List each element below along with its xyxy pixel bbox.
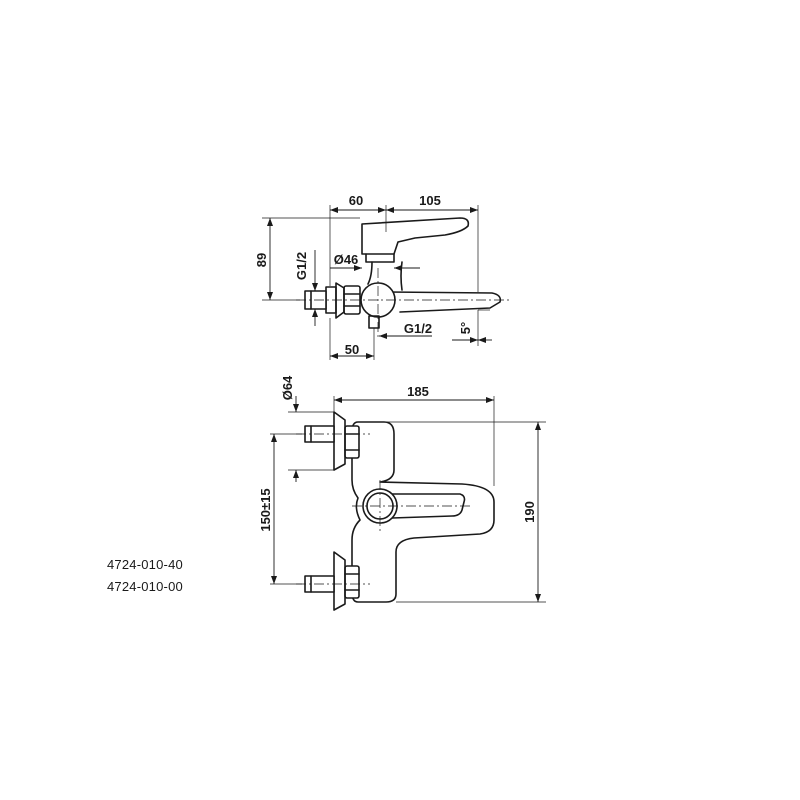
- product-code-2: 4724-010-00: [107, 579, 183, 594]
- side-view: 60 105 89 G1/2 Ø46 G1/2 5° 50: [254, 193, 510, 360]
- front-body: [351, 421, 495, 603]
- dim-g12-inlet: G1/2: [294, 252, 309, 280]
- front-lower-rosette: [333, 551, 346, 611]
- dim-diameter-64: Ø64: [280, 375, 295, 400]
- side-body-neck: [367, 261, 403, 291]
- side-rosette: [335, 282, 345, 319]
- product-code-1: 4724-010-40: [107, 557, 183, 572]
- dim-150-15: 150±15: [258, 488, 273, 531]
- front-view: Ø64 185 150±15 190: [258, 375, 546, 611]
- front-upper-nut: [344, 425, 360, 459]
- dim-185: 185: [407, 384, 429, 399]
- dim-50: 50: [345, 342, 359, 357]
- dim-105: 105: [419, 193, 441, 208]
- dim-190: 190: [522, 501, 537, 523]
- front-lower-nut: [344, 565, 360, 599]
- dim-g12-outlet: G1/2: [404, 321, 432, 336]
- dim-89: 89: [254, 253, 269, 267]
- side-outlet-stub: [368, 315, 380, 329]
- dim-diameter-46: Ø46: [334, 252, 359, 267]
- dim-60: 60: [349, 193, 363, 208]
- dim-angle-5: 5°: [458, 322, 473, 334]
- side-lever-handle: [361, 217, 470, 255]
- side-spout: [387, 291, 502, 313]
- side-lever-stem: [365, 253, 395, 263]
- front-upper-rosette: [333, 411, 346, 471]
